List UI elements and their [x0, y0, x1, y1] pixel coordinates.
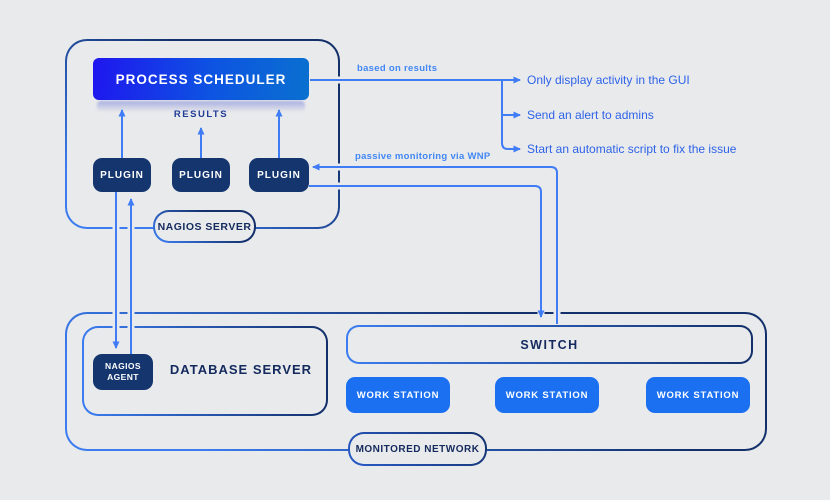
outcome-run-script: Start an automatic script to fix the iss…	[527, 142, 737, 156]
arrow-switch-to-plugin	[312, 163, 558, 324]
workstation-1-label: WORK STATION	[356, 389, 440, 401]
workstation-3-label: WORK STATION	[656, 389, 740, 401]
arrow-plugin-to-switch	[309, 185, 545, 318]
results-label: RESULTS	[173, 109, 229, 120]
switch-node: SWITCH	[346, 325, 753, 364]
workstation-node-2: WORK STATION	[495, 377, 599, 413]
plugin-node-1: PLUGIN	[93, 158, 151, 192]
nagios-server-badge: NAGIOS SERVER	[153, 210, 256, 243]
plugin-node-3: PLUGIN	[249, 158, 309, 192]
plugin-2-label: PLUGIN	[179, 169, 223, 181]
nagios-agent-node: NAGIOS AGENT	[93, 354, 153, 390]
passive-monitoring-label: passive monitoring via WNP	[355, 151, 491, 162]
monitored-network-badge-label: MONITORED NETWORK	[355, 443, 480, 455]
process-scheduler-label: PROCESS SCHEDULER	[115, 71, 287, 87]
scheduler-reflection	[97, 101, 305, 112]
nagios-agent-label: NAGIOS AGENT	[105, 361, 141, 382]
switch-label: SWITCH	[520, 337, 579, 352]
plugin-3-label: PLUGIN	[257, 169, 301, 181]
plugin-node-2: PLUGIN	[172, 158, 230, 192]
outcome-display-gui: Only display activity in the GUI	[527, 73, 690, 87]
workstation-node-1: WORK STATION	[346, 377, 450, 413]
plugin-1-label: PLUGIN	[100, 169, 144, 181]
based-on-results-label: based on results	[357, 63, 438, 74]
nagios-server-badge-label: NAGIOS SERVER	[157, 220, 252, 233]
database-server-label: DATABASE SERVER	[169, 361, 313, 377]
outcome-send-alert: Send an alert to admins	[527, 108, 654, 122]
workstation-node-3: WORK STATION	[646, 377, 750, 413]
process-scheduler-node: PROCESS SCHEDULER	[93, 58, 309, 100]
arrow-based-on-results-3	[501, 80, 521, 153]
workstation-2-label: WORK STATION	[505, 389, 589, 401]
monitored-network-badge: MONITORED NETWORK	[348, 432, 487, 466]
